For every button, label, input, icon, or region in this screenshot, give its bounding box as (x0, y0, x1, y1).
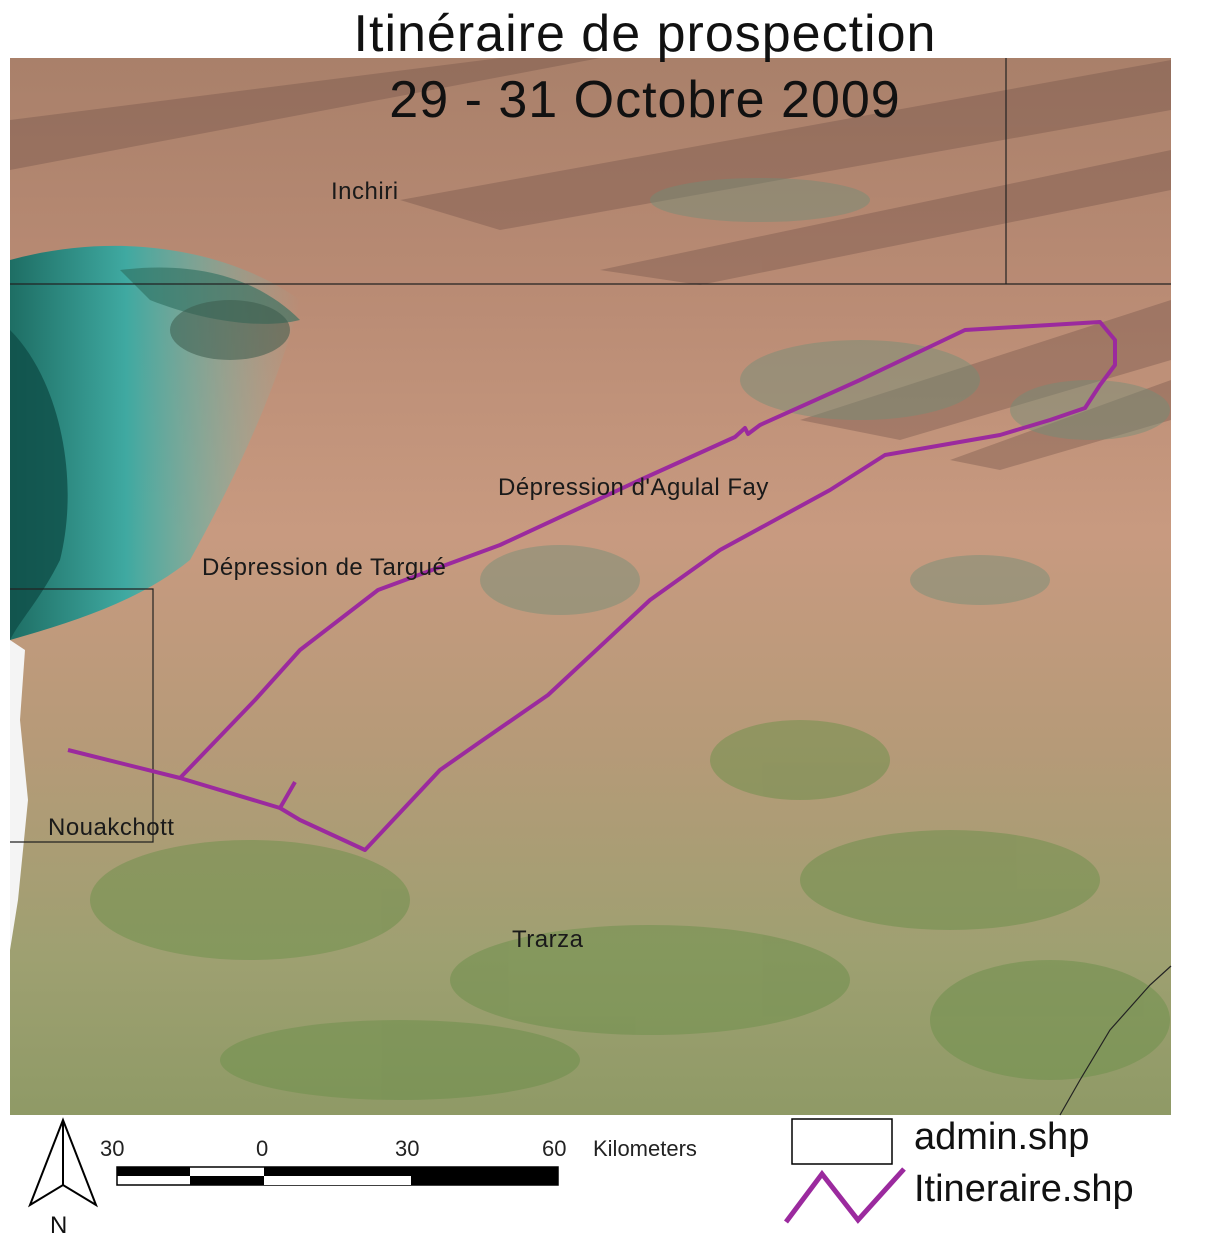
label-trarza: Trarza (512, 926, 584, 953)
label-agulal: Dépression d'Agulal Fay (498, 474, 769, 501)
legend-admin-swatch (791, 1118, 893, 1165)
satellite-image (10, 58, 1171, 1115)
scale-bar (116, 1166, 559, 1186)
label-nouakchott: Nouakchott (48, 814, 175, 841)
scale-tick-label: 0 (256, 1136, 269, 1161)
route-itineraire (67, 320, 1117, 852)
scale-tick-label: 60 (542, 1136, 567, 1161)
legend-admin-label: admin.shp (914, 1116, 1090, 1158)
legend-route-swatch (784, 1167, 906, 1224)
scale-unit-label: Kilometers (593, 1136, 697, 1161)
north-label: N (50, 1212, 68, 1239)
scale-tick-label: 30 (100, 1136, 125, 1161)
admin-boundaries (10, 58, 1172, 1116)
map-date: 29 - 31 Octobre 2009 (389, 71, 901, 129)
label-inchiri: Inchiri (331, 178, 399, 205)
legend-route-label: Itineraire.shp (914, 1168, 1134, 1210)
north-arrow-icon (28, 1117, 98, 1208)
map-title: Itinéraire de prospection (353, 5, 937, 63)
label-targue: Dépression de Targué (202, 554, 447, 581)
scale-tick-label: 30 (395, 1136, 420, 1161)
